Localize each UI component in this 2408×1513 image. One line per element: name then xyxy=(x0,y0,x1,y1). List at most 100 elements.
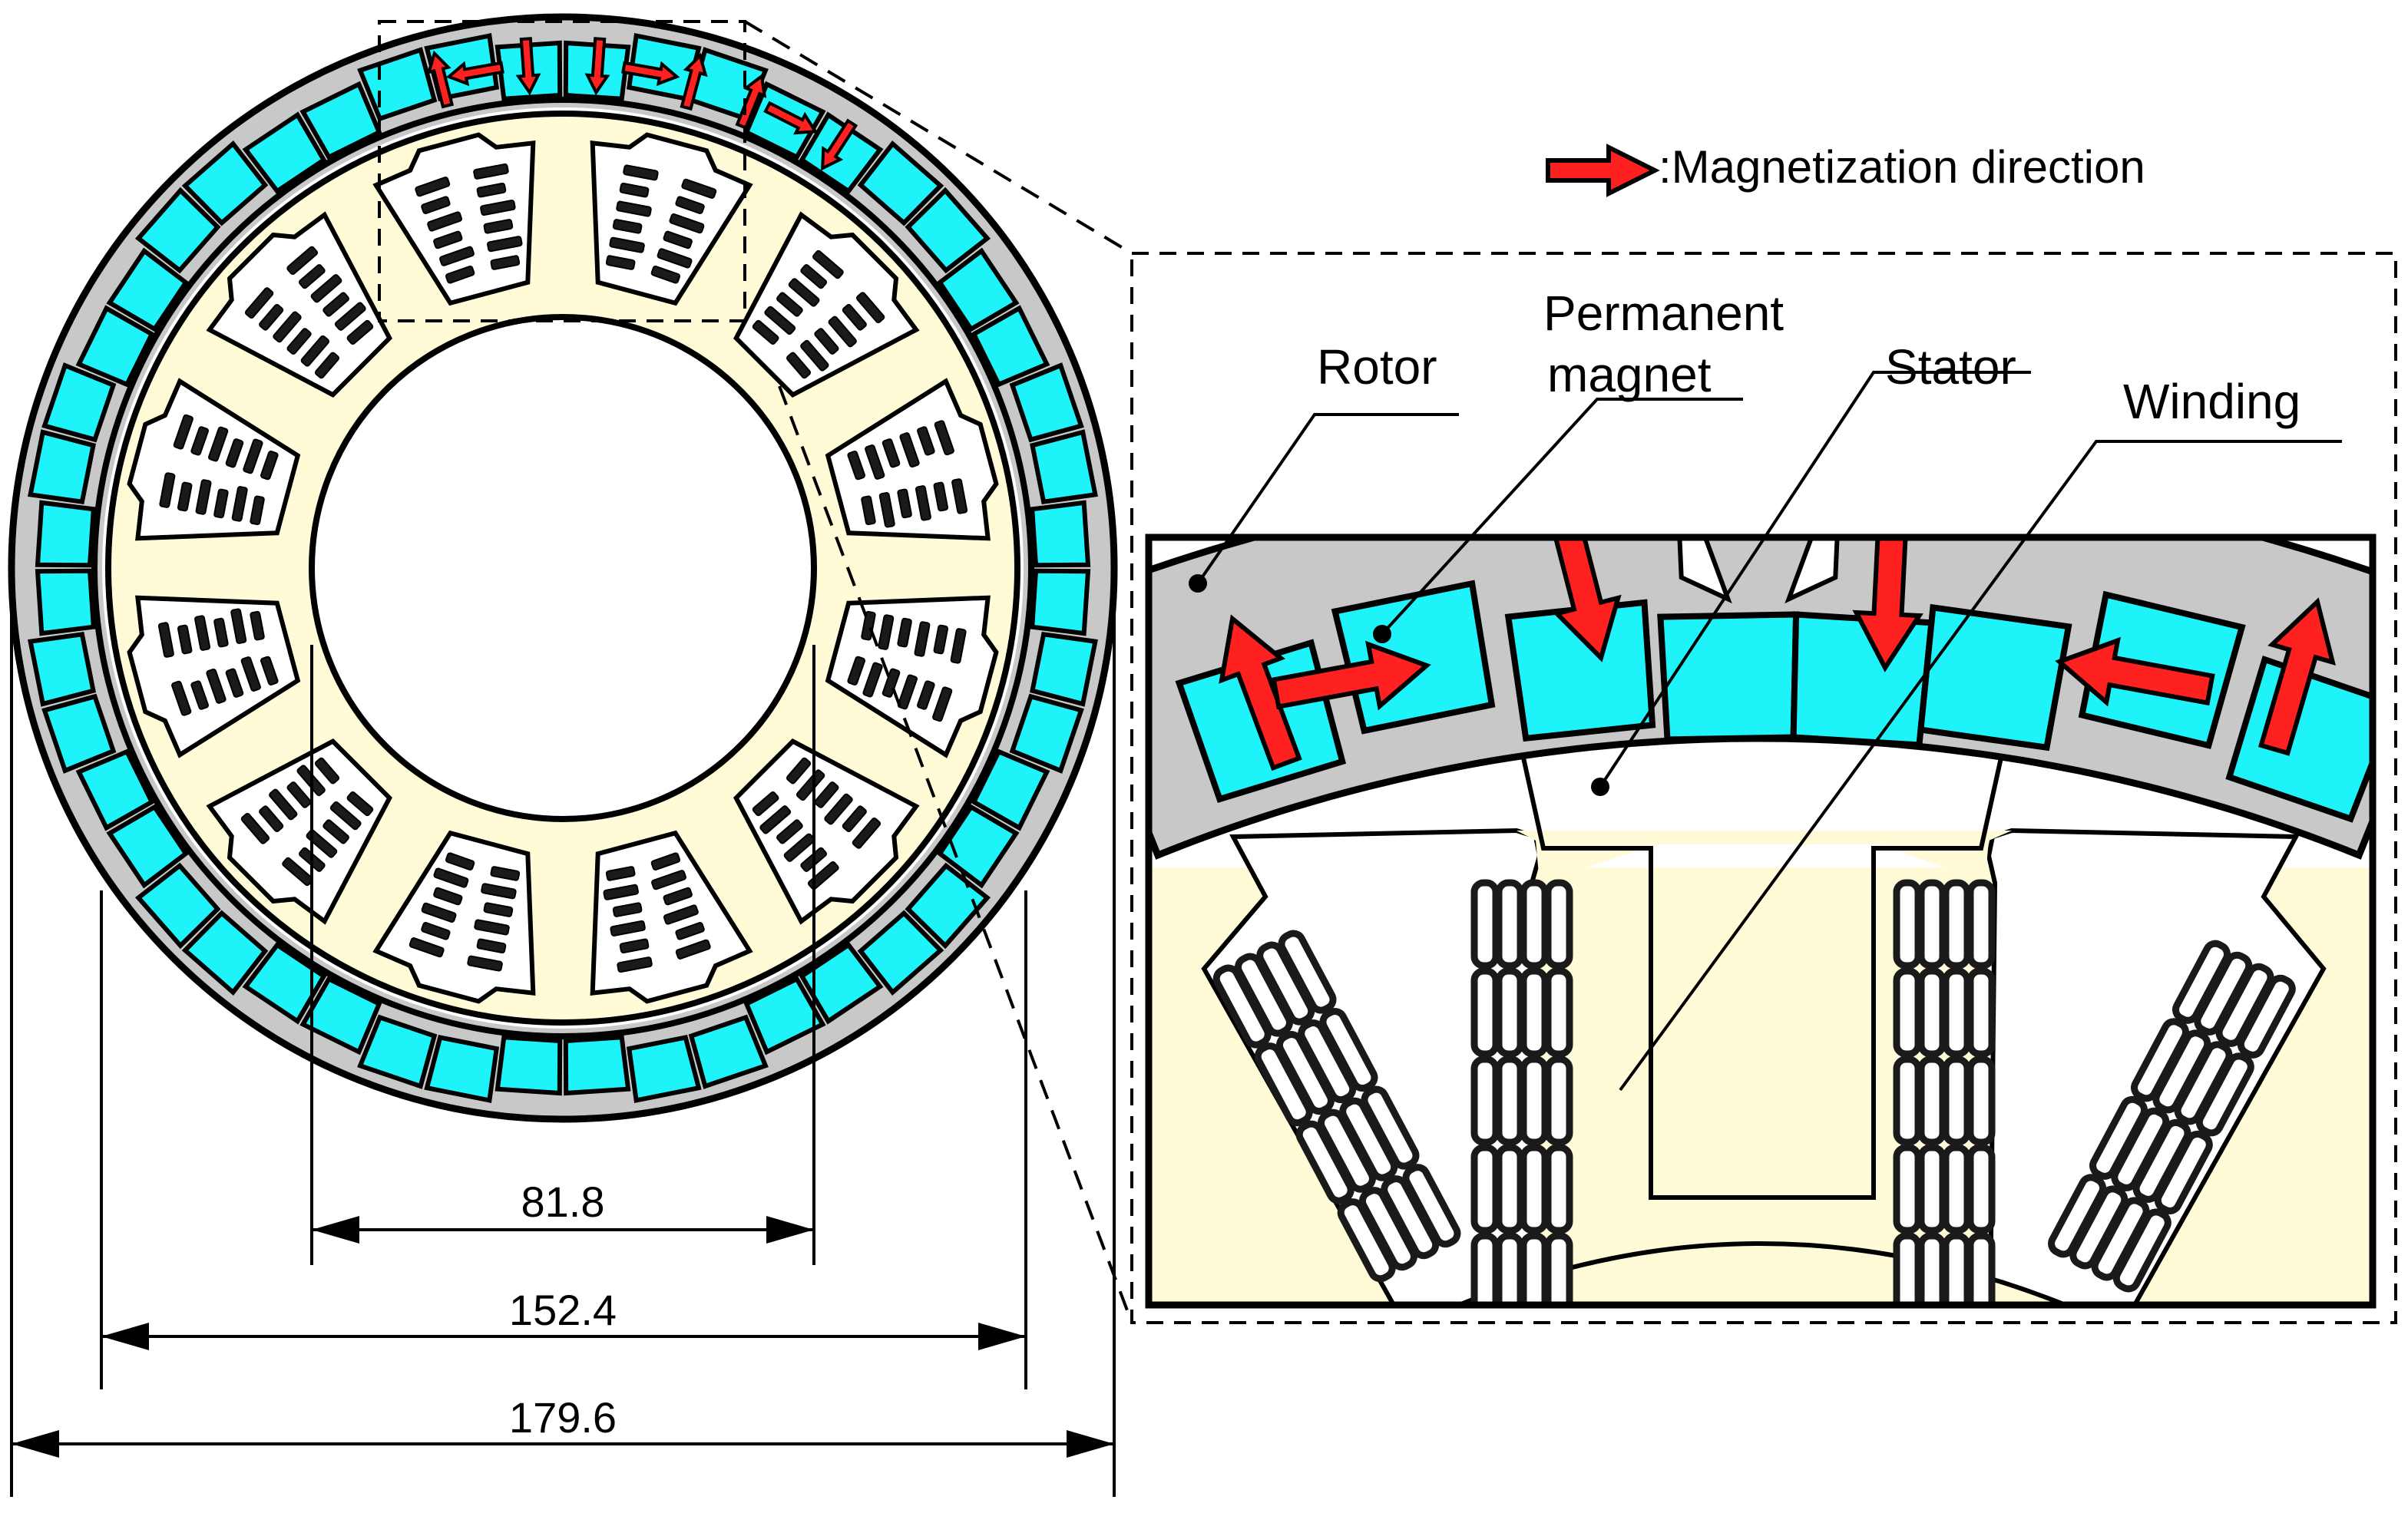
winding-conductor xyxy=(828,315,857,348)
winding-conductor xyxy=(483,219,514,234)
winding-conductor xyxy=(619,182,650,198)
winding-conductor xyxy=(408,937,445,958)
winding-bundle xyxy=(1470,879,1573,1305)
winding-conductor xyxy=(663,904,699,925)
winding-conductor xyxy=(473,163,509,180)
winding-conductor xyxy=(650,852,681,871)
winding-conductor xyxy=(759,805,792,834)
winding-conductor xyxy=(1917,967,1947,1058)
winding-conductor xyxy=(421,922,451,940)
winding-conductor xyxy=(483,902,514,917)
winding-conductor xyxy=(616,200,652,217)
winding-conductor xyxy=(675,939,711,960)
winding-conductor xyxy=(476,182,507,198)
magnetization-arrow xyxy=(621,61,680,87)
winding-conductor xyxy=(2237,974,2296,1059)
permanent-magnet xyxy=(242,111,327,195)
winding-conductor xyxy=(915,485,931,521)
dimension-label-inner-diameter: 81.8 xyxy=(521,1178,605,1226)
winding-conductor xyxy=(786,757,812,785)
winding-conductor xyxy=(474,919,510,936)
winding-conductor xyxy=(800,339,829,372)
winding-conductor xyxy=(950,628,967,664)
winding-conductor xyxy=(788,278,820,307)
winding-conductor xyxy=(334,302,366,331)
permanent-magnet xyxy=(41,693,117,774)
permanent-magnet xyxy=(28,631,96,707)
stator-slot xyxy=(733,738,920,925)
permanent-magnet xyxy=(905,187,991,274)
winding-conductor xyxy=(1278,930,1337,1014)
winding-conductor xyxy=(1495,967,1524,1058)
magnetization-arrow xyxy=(426,50,455,109)
permanent-magnet xyxy=(106,247,190,332)
winding-conductor xyxy=(847,656,866,686)
winding-conductor xyxy=(612,219,643,234)
magnetization-arrow xyxy=(515,37,541,96)
dimension-label-rotor-outer-diameter: 179.6 xyxy=(509,1393,617,1442)
stator-slot xyxy=(733,211,920,398)
winding-conductor xyxy=(1520,879,1549,970)
winding-conductor xyxy=(612,902,643,917)
permanent-magnet xyxy=(134,187,221,274)
dimension-lines xyxy=(10,568,1116,1497)
winding-conductor xyxy=(1966,1055,1996,1146)
permanent-magnet xyxy=(1030,429,1098,505)
winding-conductor xyxy=(259,303,284,331)
winding-conductor xyxy=(861,495,876,526)
permanent-magnet xyxy=(495,1035,563,1096)
winding-conductor xyxy=(1966,967,1996,1058)
winding-conductor xyxy=(213,617,229,648)
winding-conductor xyxy=(273,311,302,343)
magnetization-arrow xyxy=(1552,537,1622,662)
winding-conductor xyxy=(421,196,451,214)
permanent-magnet xyxy=(563,1035,631,1096)
permanent-magnet xyxy=(35,500,96,568)
winding-conductor xyxy=(605,255,636,270)
permanent-magnet xyxy=(857,140,944,226)
winding-conductor xyxy=(878,492,895,528)
winding-conductor xyxy=(783,833,815,862)
winding-conductor xyxy=(445,852,475,871)
winding-conductor xyxy=(842,805,867,833)
permanent-magnet xyxy=(1030,631,1098,707)
permanent-magnet xyxy=(2225,655,2373,823)
magnet-gap xyxy=(1677,537,1732,604)
winding-conductor xyxy=(286,781,312,808)
winding-conductor xyxy=(651,870,686,890)
winding-conductor xyxy=(1361,1085,1420,1170)
winding-conductor xyxy=(1544,1232,1573,1305)
winding-conductor xyxy=(1470,1144,1500,1234)
zoomed-section xyxy=(1149,537,2373,1305)
full-view-magnetization-arrows xyxy=(426,37,858,171)
permanent-magnet-label-line1: Permanent xyxy=(1543,286,1784,341)
winding-conductor xyxy=(1319,1008,1378,1092)
winding-conductor xyxy=(814,781,839,808)
permanent-magnet xyxy=(1331,580,1496,735)
winding-conductor xyxy=(346,319,374,345)
magnetization-arrow xyxy=(445,61,504,87)
winding-conductor xyxy=(933,624,949,655)
zoom-windings xyxy=(1212,879,2296,1305)
rotor-label: Rotor xyxy=(1317,339,1437,395)
winding-conductor xyxy=(681,178,717,199)
winding-conductor xyxy=(1544,1055,1573,1146)
winding-conductor xyxy=(1966,1144,1996,1234)
winding-conductor xyxy=(752,319,779,345)
winding-conductor xyxy=(269,788,298,821)
permanent-magnet xyxy=(181,140,269,226)
winding-conductor xyxy=(812,249,844,279)
winding-conductor xyxy=(2112,1208,2172,1293)
winding-conductor xyxy=(663,887,693,906)
winding-conductor xyxy=(617,956,653,973)
winding-conductor xyxy=(433,867,469,888)
magnetization-arrow xyxy=(680,52,708,111)
winding-conductor xyxy=(306,829,338,858)
winding-conductor xyxy=(669,213,705,234)
winding-conductor xyxy=(675,922,705,940)
winding-conductor xyxy=(1470,967,1500,1058)
winding-conductor xyxy=(605,866,636,881)
permanent-magnet xyxy=(75,748,155,831)
winding-conductor xyxy=(346,791,374,817)
